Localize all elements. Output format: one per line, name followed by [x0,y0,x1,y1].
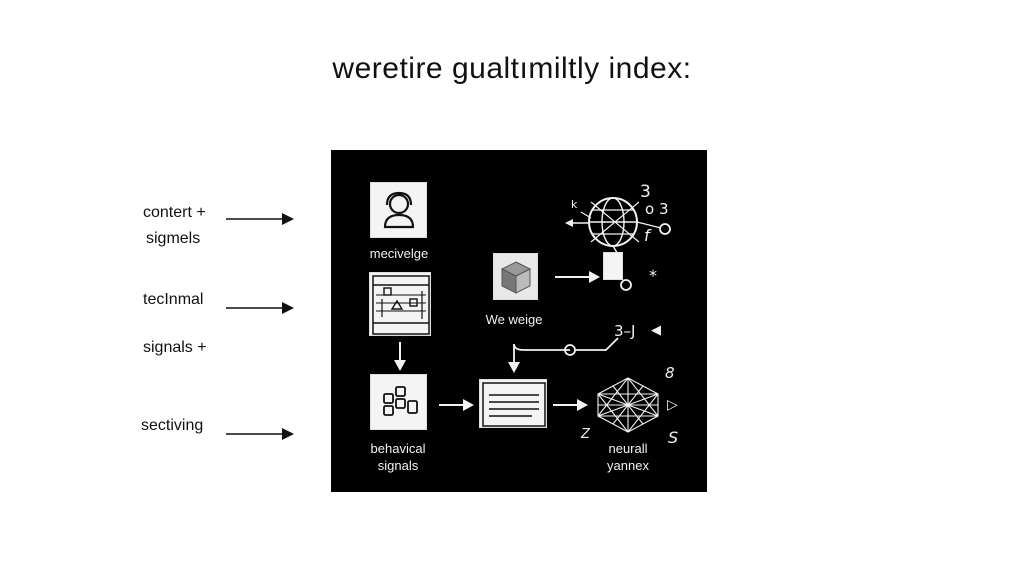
content-signals-label-2: sigmels [146,230,201,247]
globe-network-icon [565,197,671,257]
content-signals-label: contert + [143,204,206,221]
diagram-panel: mecivelge behavical signals [331,150,707,492]
technical-signals-label: tecInmal [143,291,204,308]
grid-blocks-icon [383,386,418,416]
neural-label-2: yannex [607,458,649,473]
output-block [603,252,623,280]
neural-network-icon [597,377,659,433]
timeline-box [369,272,431,336]
annotation-s: S [668,428,679,447]
arrow-right-icon [439,399,474,411]
annotation-3j: 3–J [614,322,636,340]
annotation-k: k [571,198,578,211]
arrow-right-icon [555,271,600,283]
annotation-8: 8 [665,364,675,382]
arrow-right-icon [226,302,294,314]
weight-label: We weige [485,312,543,327]
behavioral-box [370,374,427,430]
feedback-connector [508,337,619,373]
annotation-3-top: 3 [640,182,651,202]
knowledge-box [370,182,427,238]
sectioning-label: sectiving [141,417,204,434]
annotation-triangle: ◀ [651,323,661,338]
document-box [479,379,547,428]
behavioral-label-1: behavical [370,441,426,456]
node-circle-icon [620,279,632,291]
cube-icon [500,261,532,294]
annotation-f: f [644,226,650,245]
technical-signals-label-2: signals + [143,339,207,356]
timeline-chart-icon [372,275,430,335]
page-title: weretire gualtımiltly index: [332,52,692,85]
weight-box [493,253,538,300]
arrow-right-icon [226,428,294,440]
annotation-play: ▷ [667,397,678,413]
behavioral-label-2: signals [377,458,419,473]
arrow-down-icon [394,342,406,371]
annotation-star: * [649,266,657,285]
annotation-z: Z [581,427,590,442]
annotation-o-3: o 3 [645,200,669,218]
document-lines-icon [482,382,546,427]
arrow-right-icon [226,213,294,225]
neural-label-1: neurall [608,441,648,456]
person-icon [383,191,415,229]
knowledge-label: mecivelge [369,246,429,261]
arrow-right-icon [553,399,588,411]
